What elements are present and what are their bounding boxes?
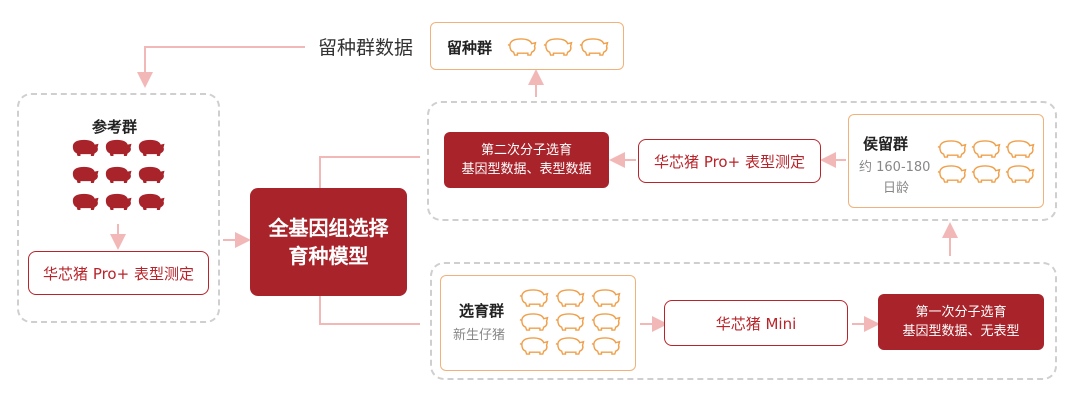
selection-group-title: 选育群 (459, 302, 505, 320)
first-selection-box: 第一次分子选育 基因型数据、无表型 (878, 294, 1044, 350)
pig-outline-icon (519, 337, 549, 355)
lower-flow-panel (430, 262, 1057, 380)
pig-outline-icon (1005, 165, 1035, 183)
pig-outline-icon (555, 313, 585, 331)
gs-model-line1: 全基因组选择 (268, 216, 389, 240)
candidate-age-line2: 日龄 (883, 181, 910, 196)
pig-icon (103, 193, 132, 211)
upper-phenotype-box: 华芯猪 Pro+ 表型测定 (638, 139, 821, 183)
selection-pig-grid (519, 289, 621, 355)
pig-outline-icon (937, 165, 967, 183)
first-selection-line1: 第一次分子选育 (915, 305, 1007, 320)
first-selection-line2: 基因型数据、无表型 (902, 324, 1020, 339)
pig-icon (70, 166, 99, 184)
candidate-age-line1: 约 160-180 (859, 160, 931, 175)
pig-outline-icon (543, 38, 573, 56)
keep-group-data-label: 留种群数据 (318, 37, 414, 59)
pig-outline-icon (591, 337, 621, 355)
pig-outline-icon (555, 337, 585, 355)
pig-icon (70, 139, 99, 157)
second-selection-line2: 基因型数据、表型数据 (461, 162, 592, 177)
pig-outline-icon (971, 165, 1001, 183)
keep-group-title: 留种群 (447, 39, 493, 57)
pig-outline-icon (555, 289, 585, 307)
reference-group-panel (17, 93, 220, 323)
pig-outline-icon (507, 38, 537, 56)
candidate-pig-grid (937, 140, 1035, 183)
selection-group-box: 选育群 新生仔猪 (440, 275, 636, 371)
pig-outline-icon (591, 313, 621, 331)
candidate-group-box: 侯留群 约 160-180 日龄 (848, 114, 1044, 208)
pig-icon (103, 166, 132, 184)
keep-group-box: 留种群 (430, 22, 624, 70)
mini-label: 华芯猪 Mini (715, 314, 797, 333)
pig-icon (103, 139, 132, 157)
selection-group-sub: 新生仔猪 (453, 328, 506, 343)
pig-icon (136, 193, 165, 211)
second-selection-line1: 第二次分子选育 (480, 143, 572, 158)
pig-icon (70, 193, 99, 211)
pig-icon (136, 166, 165, 184)
reference-pig-grid (70, 139, 165, 211)
reference-phenotype-label: 华芯猪 Pro+ 表型测定 (43, 264, 194, 283)
pig-outline-icon (579, 38, 609, 56)
pig-outline-icon (519, 313, 549, 331)
upper-flow-panel (427, 101, 1057, 221)
gs-model-line2: 育种模型 (288, 244, 369, 268)
candidate-group-title: 侯留群 (863, 135, 909, 153)
upper-phenotype-label: 华芯猪 Pro+ 表型测定 (654, 152, 805, 171)
pig-outline-icon (591, 289, 621, 307)
pig-outline-icon (971, 140, 1001, 158)
pig-outline-icon (937, 140, 967, 158)
pig-icon (136, 139, 165, 157)
reference-group-title: 参考群 (92, 118, 138, 136)
pig-outline-icon (1005, 140, 1035, 158)
mini-box: 华芯猪 Mini (664, 300, 848, 346)
reference-phenotype-box: 华芯猪 Pro+ 表型测定 (28, 251, 209, 295)
gs-model-box: 全基因组选择 育种模型 (250, 188, 407, 296)
second-selection-box: 第二次分子选育 基因型数据、表型数据 (444, 132, 609, 188)
pig-outline-row (507, 38, 609, 56)
pig-outline-icon (519, 289, 549, 307)
